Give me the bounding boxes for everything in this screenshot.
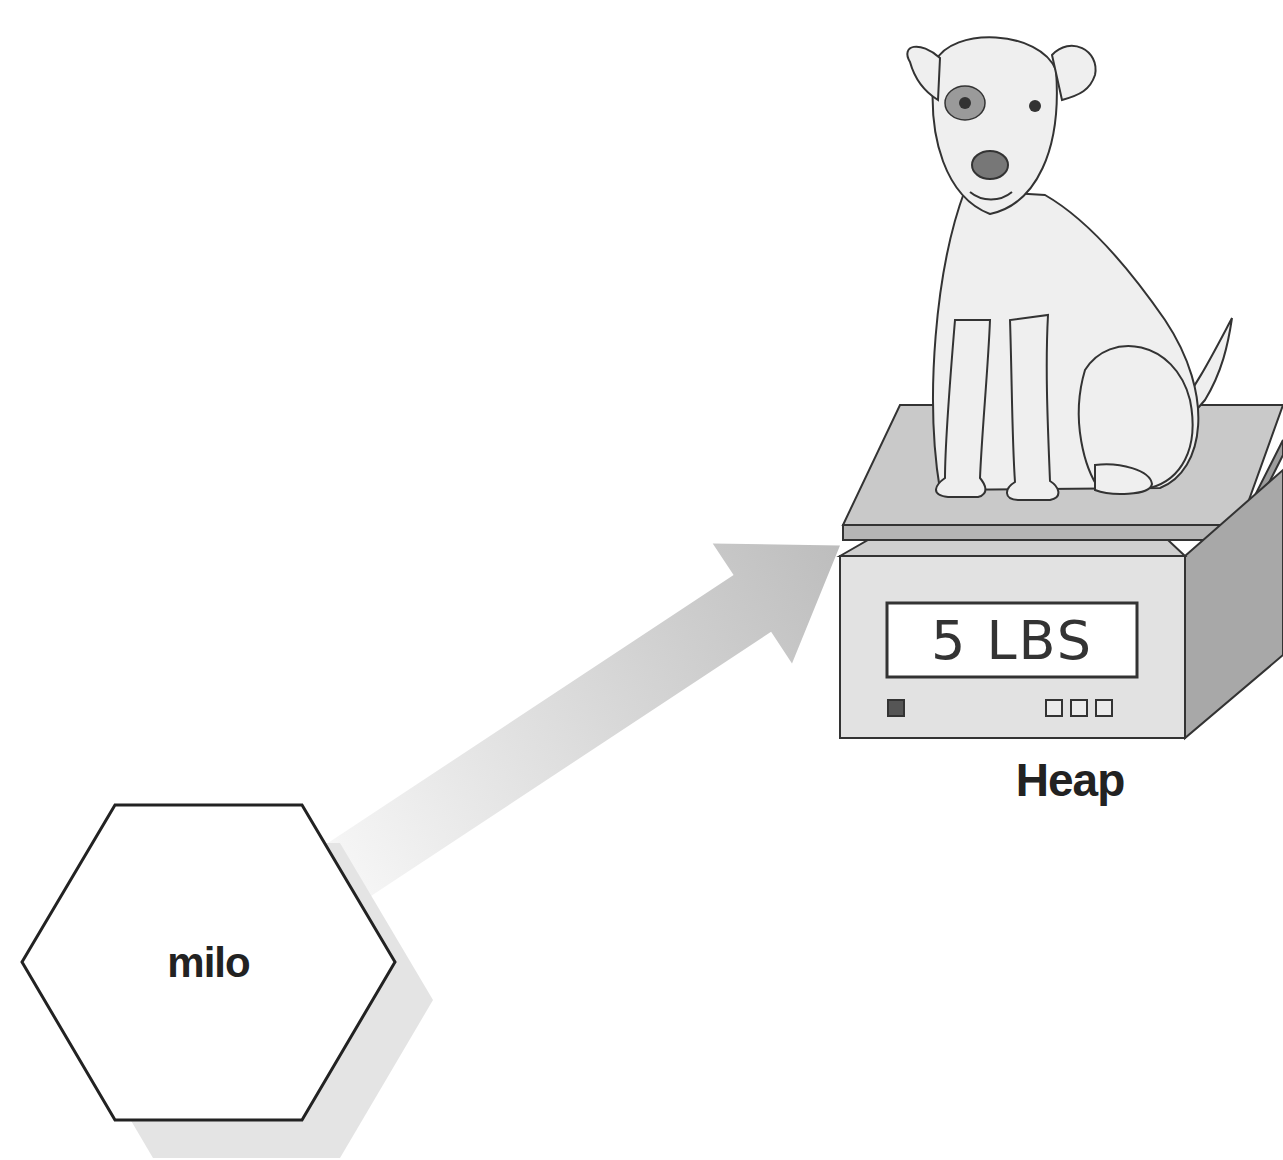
- dog-head: [933, 37, 1057, 214]
- heap-scale-node: 5 LBSHeap: [840, 400, 1283, 740]
- scale-button: [1071, 700, 1087, 716]
- dog-ear: [1052, 46, 1096, 100]
- dog-eye-patch: [945, 86, 985, 120]
- dog-nose: [972, 151, 1008, 179]
- scale-reading: 5 LBS: [887, 603, 1137, 677]
- scale-body-front: [840, 556, 1185, 738]
- dog-eye: [1029, 100, 1041, 112]
- hexagon-shape: [22, 805, 395, 1120]
- dog-ear: [907, 47, 940, 100]
- dog-front-leg: [1007, 315, 1058, 500]
- dog-eye: [959, 97, 971, 109]
- scale-body-top: [840, 540, 1185, 556]
- scale-button: [1096, 700, 1112, 716]
- scale-display: [887, 603, 1137, 677]
- scale-button: [1046, 700, 1062, 716]
- reference-arrow: [324, 543, 840, 902]
- scale-power-button: [888, 700, 904, 716]
- hexagon-node: milo: [22, 805, 395, 1120]
- dog-back-paw: [1095, 464, 1152, 494]
- variable-name: milo: [22, 805, 395, 1120]
- dog-mouth: [970, 192, 1012, 200]
- dog-front-leg: [936, 320, 990, 497]
- scale-plate-edge: [843, 525, 1240, 540]
- heap-label: Heap: [970, 750, 1170, 810]
- scale-body-side: [1185, 470, 1283, 738]
